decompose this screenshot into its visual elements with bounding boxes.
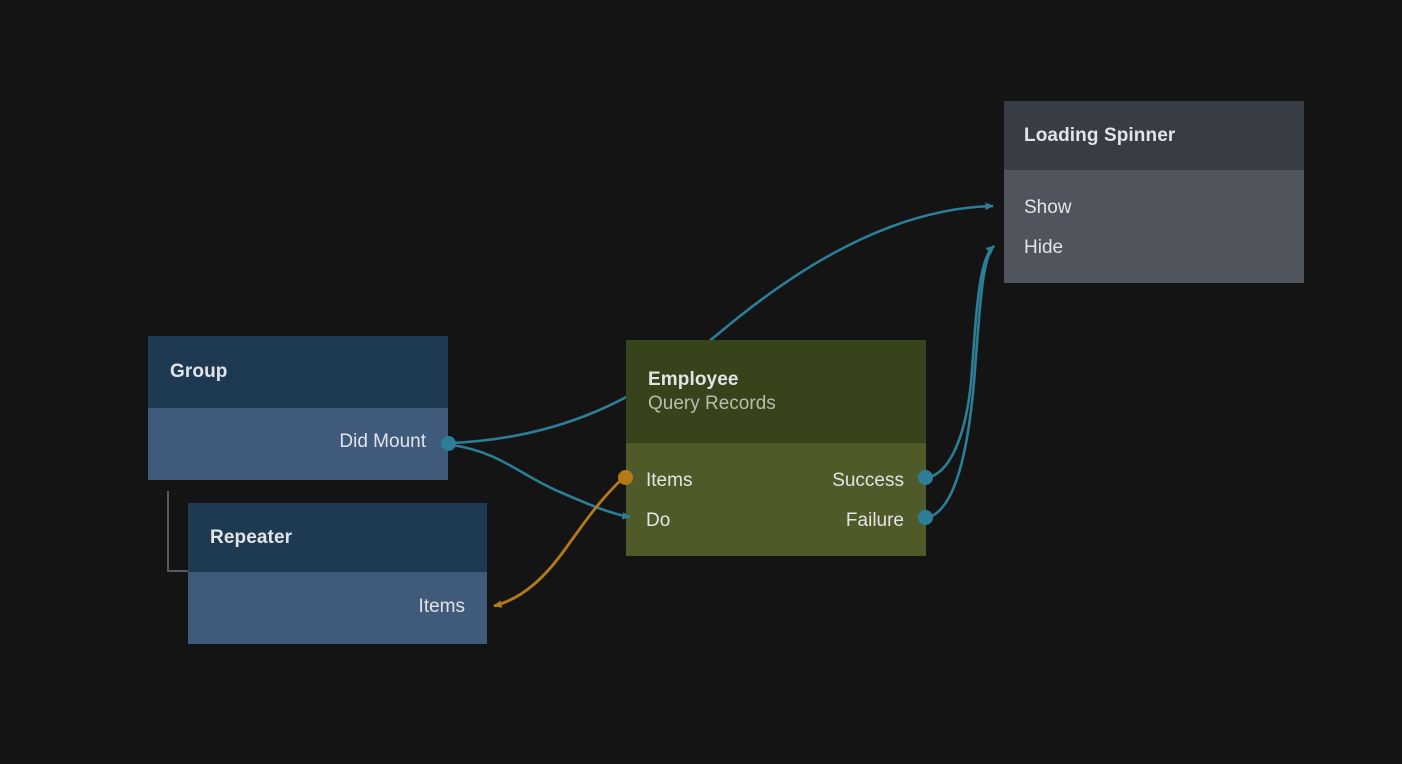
edge-failure-to-hide: [929, 245, 996, 519]
node-employee[interactable]: Employee Query Records Items Success Do …: [626, 340, 926, 556]
node-employee-title: Employee: [648, 368, 739, 390]
node-repeater-title: Repeater: [210, 526, 293, 548]
node-group-body: Did Mount: [148, 408, 448, 480]
hierarchy-bracket: [167, 491, 189, 572]
port-row-repeater-items[interactable]: Items: [188, 593, 487, 619]
port-row-did-mount[interactable]: Did Mount: [148, 428, 448, 454]
port-dot-employee-success[interactable]: [918, 470, 933, 485]
node-loading-spinner-header[interactable]: Loading Spinner: [1004, 101, 1304, 170]
port-label-employee-failure: Failure: [845, 509, 904, 531]
port-row-employee-do[interactable]: Do Failure: [626, 507, 926, 533]
node-employee-body: Items Success Do Failure: [626, 443, 926, 556]
node-loading-spinner-body: Show Hide: [1004, 170, 1304, 283]
port-label-did-mount: Did Mount: [339, 430, 426, 452]
port-label-spinner-show: Show: [1024, 196, 1072, 218]
node-repeater-header[interactable]: Repeater: [188, 503, 487, 572]
edge-employee-items-to-repeater-items: [493, 477, 623, 608]
node-repeater-body: Items: [188, 572, 487, 644]
node-group-header[interactable]: Group: [148, 336, 448, 408]
port-dot-employee-failure[interactable]: [918, 510, 933, 525]
port-label-spinner-hide: Hide: [1024, 236, 1064, 258]
node-loading-spinner[interactable]: Loading Spinner Show Hide: [1004, 101, 1304, 283]
port-label-employee-do: Do: [646, 509, 671, 531]
port-row-employee-items[interactable]: Items Success: [626, 467, 926, 493]
port-label-employee-success: Success: [832, 469, 904, 491]
node-group[interactable]: Group Did Mount: [148, 336, 448, 480]
port-label-repeater-items: Items: [418, 595, 465, 617]
port-row-spinner-hide[interactable]: Hide: [1004, 234, 1304, 260]
port-dot-group-did-mount[interactable]: [441, 436, 456, 451]
edge-success-to-hide: [929, 245, 995, 479]
port-label-employee-items: Items: [646, 469, 693, 491]
node-employee-header[interactable]: Employee Query Records: [626, 340, 926, 443]
node-repeater[interactable]: Repeater Items: [188, 503, 487, 644]
port-dot-employee-items[interactable]: [618, 470, 633, 485]
node-group-title: Group: [170, 361, 228, 383]
node-loading-spinner-title: Loading Spinner: [1024, 124, 1176, 146]
port-row-spinner-show[interactable]: Show: [1004, 194, 1304, 220]
node-employee-subtitle: Query Records: [648, 392, 776, 414]
